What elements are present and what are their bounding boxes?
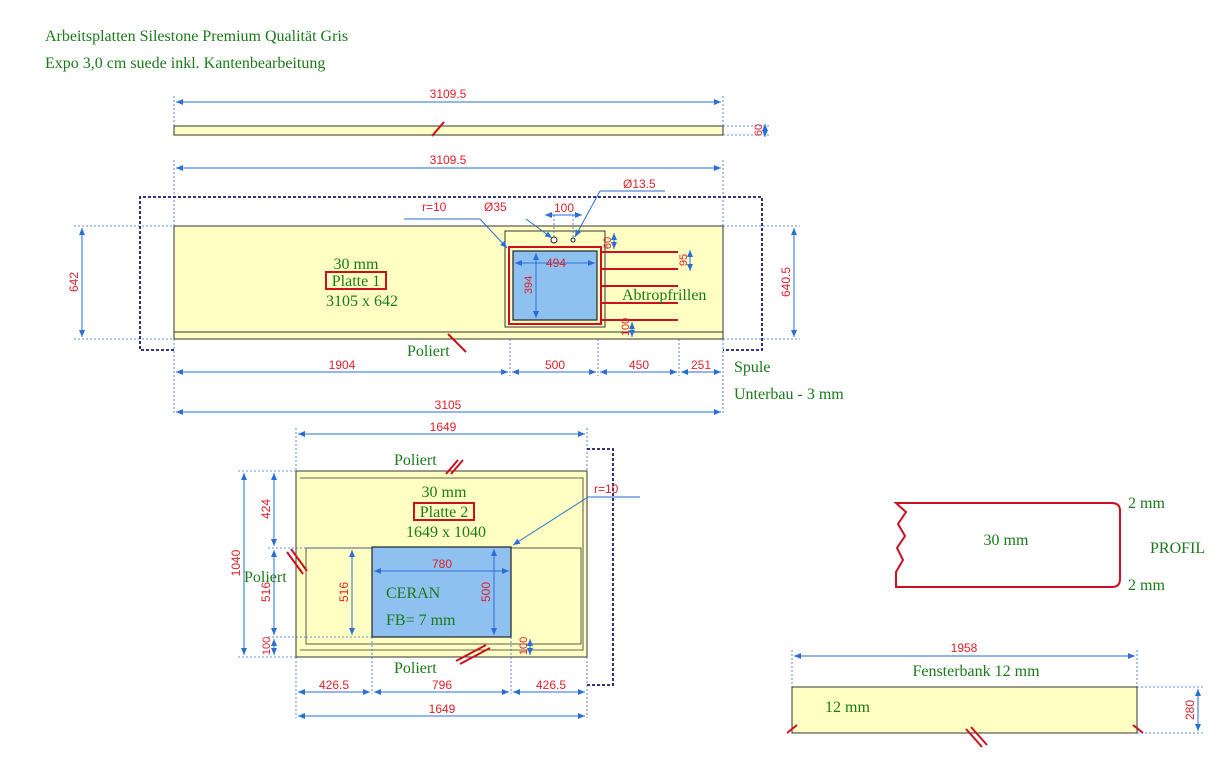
plate-2-bottom-segment-2-label: 796 xyxy=(432,678,452,692)
plate-1: 3109.5 642 640.5 30 mm Platte 1 3105 x 6… xyxy=(67,153,844,415)
plate-1-name-box xyxy=(325,271,387,290)
profile-label: PROFIL xyxy=(1150,540,1205,557)
plate-2-bottom-total-label: 1649 xyxy=(429,702,456,716)
plate-2-segment-mid-label: 516 xyxy=(259,582,273,602)
hole-large-diameter-label: Ø35 xyxy=(484,200,507,214)
drain-grooves-label: Abtropfrillen xyxy=(622,287,706,304)
windowsill-body xyxy=(791,686,1138,734)
ceran-label: CERAN xyxy=(386,585,441,602)
plate-2-thickness-label: 30 mm xyxy=(422,484,467,501)
plate-2-name-label: Platte 2 xyxy=(420,504,468,521)
plate-1-total-label: 3105 xyxy=(435,398,462,412)
ceran-cutout xyxy=(371,546,512,638)
plate-2-bottom-segment-1-label: 426.5 xyxy=(319,678,349,692)
hole-small-diameter-label: Ø13.5 xyxy=(623,177,656,191)
plate-1-top-length-label: 3109.5 xyxy=(430,153,467,167)
windowsill-thickness-label: 12 mm xyxy=(825,699,870,716)
groove-bottom-label: 100 xyxy=(620,318,632,336)
plate-1-body xyxy=(173,225,724,340)
plate-1-thickness-label: 30 mm xyxy=(334,256,379,273)
sink-offset-top-label: 60 xyxy=(602,237,614,249)
windowsill-length-label: 1958 xyxy=(951,641,978,655)
plate-2-height-label: 1040 xyxy=(229,549,243,576)
plate-1-name-label: Platte 1 xyxy=(332,273,380,290)
plate-2-size-label: 1649 x 1040 xyxy=(406,524,486,541)
plate-1-left-height-label: 642 xyxy=(67,272,81,292)
plate-2-radius-label: r=10 xyxy=(594,482,619,496)
plate-2-polished-left-label: Poliert xyxy=(244,569,287,586)
drain-grooves xyxy=(601,251,678,321)
edge-strip-length-label: 3109.5 xyxy=(430,87,467,101)
plate-1-segment-4-label: 251 xyxy=(691,358,711,372)
plate-2-name-box xyxy=(413,502,475,521)
windowsill-title: Fensterbank 12 mm xyxy=(912,663,1040,680)
plate-1-segment-3-label: 450 xyxy=(629,358,649,372)
plate-2-top-length-label: 1649 xyxy=(430,420,457,434)
sink-height-label: 394 xyxy=(523,276,535,294)
plate-2-segment-top-label: 424 xyxy=(259,499,273,519)
edge-strip-body xyxy=(173,125,724,136)
hole-spacing-label: 100 xyxy=(554,201,574,215)
plate-1-right-height-label: 640.5 xyxy=(779,267,793,297)
plate-1-segment-2-label: 500 xyxy=(545,358,565,372)
profile-bottom-label: 2 mm xyxy=(1128,577,1165,594)
tap-hole-small xyxy=(570,237,576,243)
edge-strip-height-label: 60 xyxy=(753,124,765,136)
profile-top-label: 2 mm xyxy=(1128,495,1165,512)
profile-thickness-label: 30 mm xyxy=(984,532,1029,549)
plate-2-polished-top-label: Poliert xyxy=(394,452,437,469)
plate-2-polished-bottom-label: Poliert xyxy=(394,660,437,677)
groove-spacing-label: 95 xyxy=(678,254,690,266)
header-title-line-1: Arbeitsplatten Silestone Premium Qualitä… xyxy=(45,28,348,45)
header-title-line-2: Expo 3,0 cm suede inkl. Kantenbearbeitun… xyxy=(45,55,325,72)
plate-2: 1649 Poliert 30 mm Platte 2 1649 x 1040 … xyxy=(229,420,640,719)
windowsill-depth-label: 280 xyxy=(1183,700,1197,720)
undermount-label: Unterbau - 3 mm xyxy=(734,386,844,403)
plate-1-polished-label: Poliert xyxy=(407,343,450,360)
windowsill: 1958 Fensterbank 12 mm 12 mm 280 xyxy=(786,641,1205,748)
ceran-width-label: 780 xyxy=(432,557,452,571)
sink-width-label: 494 xyxy=(546,256,566,270)
plate-2-bottom-segment-3-label: 426.5 xyxy=(536,678,566,692)
radius-label: r=10 xyxy=(422,200,447,214)
ceran-height-left-label: 516 xyxy=(337,582,351,602)
ceran-height-right-label: 500 xyxy=(479,582,493,602)
plate-1-size-label: 3105 x 642 xyxy=(326,293,398,310)
sink-outer-outline xyxy=(504,230,606,328)
edge-profile-shape xyxy=(893,502,1121,588)
edge-strip: 3109.5 60 xyxy=(173,87,770,137)
sink-type-label: Spule xyxy=(734,359,770,376)
plate-2-segment-bottom-label: 100 xyxy=(261,637,273,655)
plate-1-segment-1-label: 1904 xyxy=(329,358,356,372)
ceran-sub-label: FB= 7 mm xyxy=(386,612,456,629)
edge-profile: 2 mm 30 mm PROFIL 2 mm xyxy=(893,495,1205,594)
ceran-bottom-label: 100 xyxy=(518,637,530,655)
